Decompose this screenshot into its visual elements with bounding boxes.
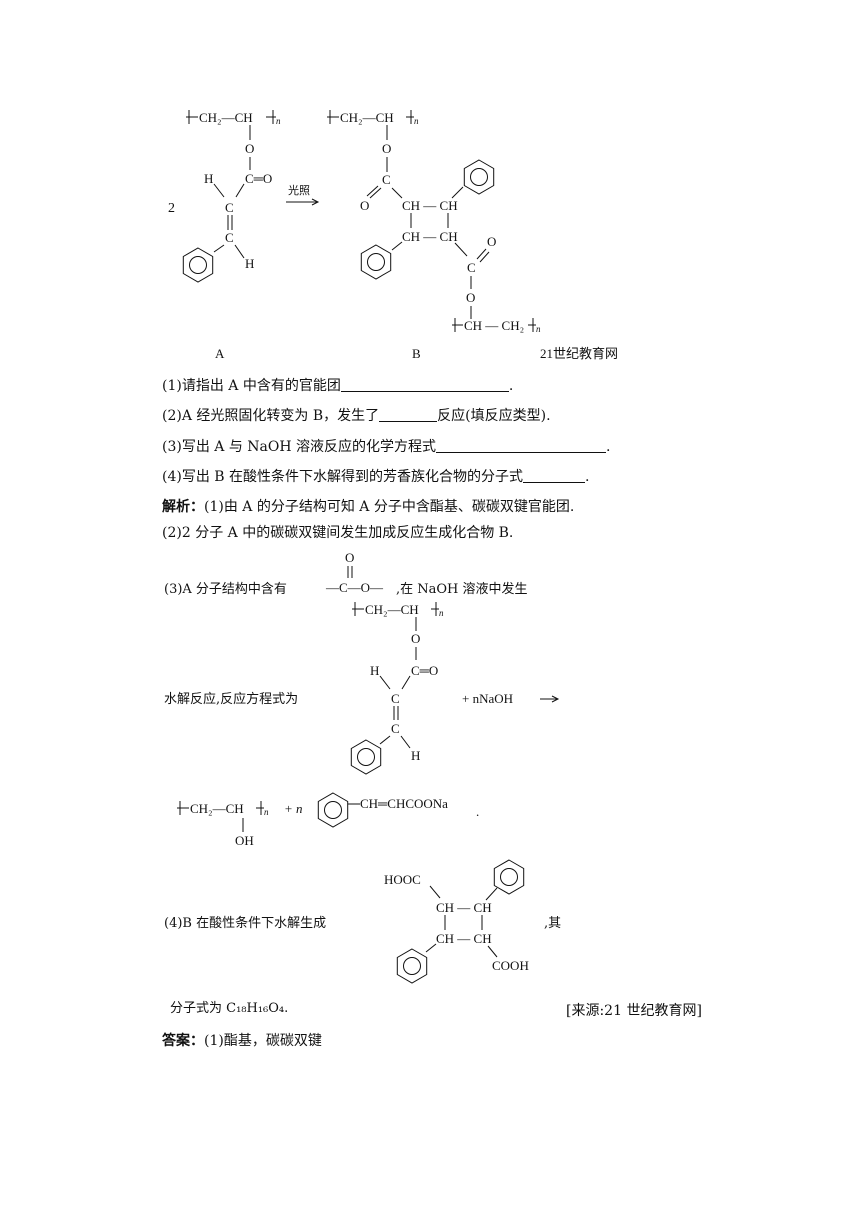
svg-text:CH — CH₂: CH — CH₂ — [464, 318, 524, 333]
svg-text:C: C — [467, 260, 476, 275]
svg-text:CH — CH: CH — CH — [402, 198, 458, 213]
equation-products: CH₂—CH n OH + n CH═CHCOONa . — [177, 792, 479, 848]
svg-text:CH₂—CH: CH₂—CH — [340, 110, 394, 125]
source-note: [来源:21 世纪教育网] — [566, 1003, 702, 1019]
analysis-p4b: ,其 — [544, 916, 562, 931]
svg-text:COOH: COOH — [492, 958, 529, 973]
svg-text:.: . — [476, 804, 479, 819]
label-a: A — [215, 346, 225, 361]
svg-text:O: O — [360, 198, 369, 213]
svg-text:C═O: C═O — [245, 171, 272, 186]
svg-text:CH — CH: CH — CH — [436, 900, 492, 915]
svg-text:C═O: C═O — [411, 663, 438, 678]
answer-blank-2[interactable] — [379, 407, 438, 422]
ester-group-figure: O —C—O— — [325, 550, 384, 595]
svg-text:O: O — [411, 631, 420, 646]
ester-group: —C—O— — [325, 580, 384, 595]
analysis-p3c: 水解反应,反应方程式为 — [164, 692, 299, 707]
svg-text:O: O — [487, 234, 496, 249]
svg-text:OH: OH — [235, 833, 254, 848]
analysis-p3b: ,在 NaOH 溶液中发生 — [396, 582, 528, 597]
svg-text:n: n — [264, 807, 269, 817]
hydrolysis-product-figure: HOOC CH — CH CH — CH COOH — [384, 859, 529, 984]
svg-text:n: n — [536, 324, 541, 334]
svg-text:n: n — [276, 116, 281, 126]
compound-a-structure: 2 CH₂—CH n O C═O H C C H — [168, 110, 281, 283]
analysis-p3a: (3)A 分子结构中含有 — [164, 582, 287, 597]
source-note-top: 21世纪教育网 — [540, 346, 618, 361]
analysis-p2: (2)2 分子 A 中的碳碳双键间发生加成反应生成化合物 B. — [162, 525, 514, 541]
svg-text:O: O — [245, 141, 254, 156]
svg-text:C: C — [382, 172, 391, 187]
analysis-p4c: 分子式为 C₁₈H₁₆O₄. — [170, 1001, 289, 1016]
svg-text:CH₂—CH: CH₂—CH — [365, 602, 419, 617]
svg-text:C: C — [391, 721, 400, 736]
svg-text:+ n: + n — [284, 801, 303, 816]
a-backbone: CH₂—CH — [199, 110, 253, 125]
analysis-p1: 解析：(1)由 A 的分子结构可知 A 分子中含酯基、碳碳双键官能团. — [162, 499, 575, 515]
svg-text:CH₂—CH: CH₂—CH — [190, 801, 244, 816]
question-3: (3)写出 A 与 NaOH 溶液反应的化学方程式. — [162, 438, 611, 455]
svg-text:O: O — [345, 550, 354, 565]
label-b: B — [412, 346, 421, 361]
svg-text:HOOC: HOOC — [384, 872, 421, 887]
compound-b-structure: CH₂—CH n O C O CH — CH CH — CH C O O — [327, 110, 541, 334]
answer-blank-1[interactable] — [340, 377, 509, 392]
analysis-p4a: (4)B 在酸性条件下水解生成 — [164, 916, 327, 931]
answer-blank-3[interactable] — [436, 438, 607, 453]
svg-text:H: H — [245, 256, 254, 271]
svg-text:C: C — [225, 230, 234, 245]
svg-text:C: C — [225, 200, 234, 215]
svg-text:n: n — [414, 116, 419, 126]
question-2: (2)A 经光照固化转变为 B，发生了反应(填反应类型). — [162, 407, 551, 424]
question-4: (4)写出 B 在酸性条件下水解得到的芳香族化合物的分子式. — [162, 468, 590, 485]
svg-text:C: C — [391, 691, 400, 706]
svg-text:光照: 光照 — [288, 183, 310, 197]
answer-line: 答案：(1)酯基，碳碳双键 — [162, 1033, 322, 1049]
answer-blank-4[interactable] — [523, 468, 586, 483]
svg-text:O: O — [466, 290, 475, 305]
reaction-arrow: 光照 — [286, 183, 320, 206]
coefficient-2: 2 — [168, 201, 175, 216]
svg-text:CH — CH: CH — CH — [402, 229, 458, 244]
svg-text:H: H — [370, 663, 379, 678]
equation-reactant-a: CH₂—CH n O C═O H C C H + nNaOH — [350, 602, 560, 775]
answer-label: 答案： — [162, 1033, 204, 1049]
svg-text:H: H — [411, 748, 420, 763]
svg-text:n: n — [439, 608, 444, 618]
analysis-label: 解析： — [162, 499, 204, 515]
svg-text:CH═CHCOONa: CH═CHCOONa — [360, 796, 448, 811]
question-1: (1)请指出 A 中含有的官能团. — [162, 377, 514, 394]
svg-text:O: O — [382, 141, 391, 156]
svg-text:+ nNaOH: + nNaOH — [462, 691, 513, 706]
svg-text:H: H — [204, 171, 213, 186]
svg-text:CH — CH: CH — CH — [436, 931, 492, 946]
